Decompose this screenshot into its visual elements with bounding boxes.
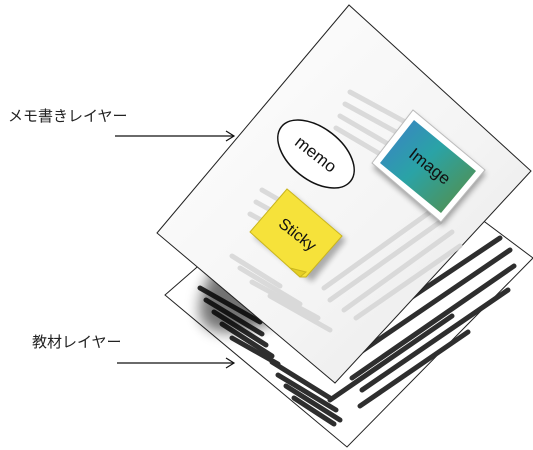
memo-layer-arrowhead — [225, 130, 236, 142]
material-layer-label: 教材レイヤー — [32, 333, 122, 351]
image-annotation[interactable]: Image — [371, 109, 486, 226]
memo-annotation[interactable]: memo — [265, 106, 366, 201]
sticky-annotation[interactable]: Sticky — [249, 188, 346, 282]
memo-layer-label: メモ書きレイヤー — [8, 107, 128, 125]
material-layer-arrowhead — [225, 357, 236, 369]
material-layer-callout: 教材レイヤー — [32, 333, 236, 369]
memo-layer-callout: メモ書きレイヤー — [8, 107, 236, 142]
